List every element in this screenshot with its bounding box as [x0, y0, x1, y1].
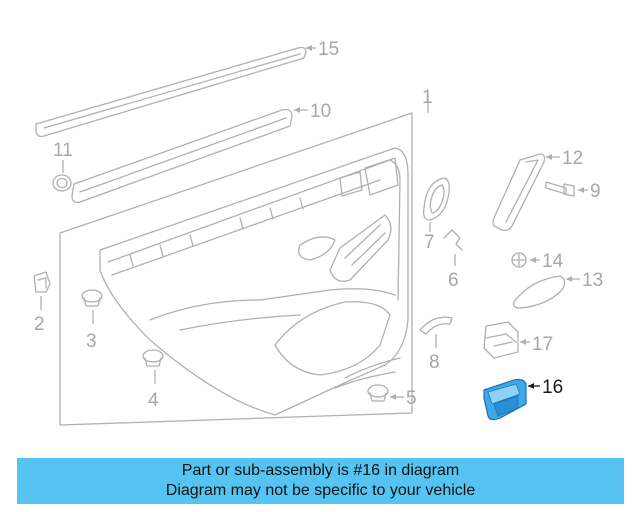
callout-6: 6: [448, 270, 459, 291]
callout-13: 13: [582, 270, 603, 291]
part-1-door-panel: 1: [59, 87, 433, 426]
part-14-clip: 14: [511, 251, 564, 272]
part-6-clip: 6: [443, 229, 463, 291]
callout-4: 4: [148, 390, 159, 411]
callout-1: 1: [422, 87, 433, 108]
callout-2: 2: [34, 314, 45, 335]
part-16-highlighted: 16: [483, 377, 563, 421]
part-11-ring: 11: [52, 140, 73, 192]
part-9-bolt: 9: [545, 181, 601, 202]
part-4-fastener: 4: [142, 349, 164, 411]
part-10-strip: 10: [71, 101, 331, 204]
info-banner: Part or sub-assembly is #16 in diagram D…: [17, 458, 624, 504]
banner-line-1: Part or sub-assembly is #16 in diagram: [181, 462, 460, 479]
part-17-switch: 17: [483, 321, 553, 359]
part-7-trim-ring: 7: [422, 177, 450, 253]
callout-7: 7: [424, 232, 435, 253]
callout-15: 15: [318, 39, 339, 60]
callout-17: 17: [532, 334, 553, 355]
part-3-fastener: 3: [81, 289, 103, 352]
part-13-cover: 13: [512, 270, 603, 309]
part-15-molding: 15: [35, 39, 339, 138]
part-12-pillar-trim: 12: [492, 148, 583, 232]
banner-line-2: Diagram may not be specific to your vehi…: [165, 482, 476, 499]
callout-12: 12: [562, 148, 583, 169]
callout-14: 14: [542, 251, 564, 272]
part-5-fastener: 5: [367, 384, 417, 409]
callout-9: 9: [590, 181, 601, 202]
callout-16: 16: [542, 377, 563, 398]
exploded-parts-diagram: 1 15 10 11 2: [33, 39, 603, 426]
callout-10: 10: [310, 101, 331, 122]
callout-5: 5: [406, 388, 417, 409]
callout-3: 3: [86, 331, 97, 352]
part-8-bracket: 8: [419, 316, 453, 373]
callout-8: 8: [429, 352, 440, 373]
part-2-clip: 2: [33, 271, 51, 335]
callout-11: 11: [53, 140, 73, 161]
